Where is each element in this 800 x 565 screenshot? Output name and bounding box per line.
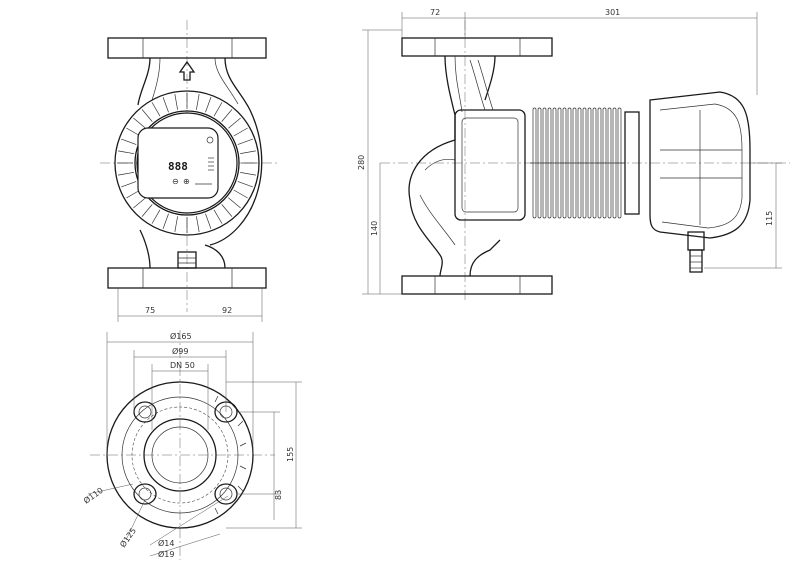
fin [121, 138, 137, 145]
side-bottom-flange [401, 275, 553, 295]
fin [174, 94, 178, 110]
bolt-hole [133, 483, 157, 505]
flow-direction-arrow-icon [178, 60, 196, 81]
dim-140: 140 [370, 221, 379, 236]
dim-72: 72 [430, 8, 440, 17]
motor-housing [454, 109, 526, 221]
dim-280: 280 [357, 155, 366, 170]
fin [240, 150, 256, 154]
minus-button: ⊖ [172, 177, 179, 186]
fin [221, 204, 233, 217]
fin [133, 117, 146, 129]
fin [118, 150, 134, 154]
raised-face [121, 396, 239, 514]
cooling-fins [117, 93, 257, 233]
connector-plug [689, 249, 703, 273]
fin [174, 216, 178, 232]
dim-dia-14: Ø14 [158, 538, 174, 548]
fin [228, 117, 241, 129]
fin [151, 102, 161, 117]
display-digits: 888 [168, 160, 188, 173]
fin-ring-outer [114, 90, 260, 236]
fin [205, 213, 212, 229]
cable-connector [687, 231, 705, 251]
side-top-flange [401, 37, 553, 57]
dim-301: 301 [605, 8, 620, 17]
dim-75: 75 [145, 306, 155, 315]
dim-155: 155 [286, 447, 295, 462]
dim-dia-165: Ø165 [170, 331, 192, 341]
fin [205, 97, 212, 113]
fin [121, 181, 137, 188]
dim-dia-99: Ø99 [172, 346, 188, 356]
fin [162, 213, 169, 229]
bore-inner [151, 426, 209, 484]
fin [240, 172, 256, 176]
bolt-hole [214, 483, 238, 505]
fin [237, 138, 253, 145]
fin [213, 102, 223, 117]
control-panel [137, 127, 219, 199]
fin [141, 109, 153, 122]
fin [118, 172, 134, 176]
fin [196, 216, 200, 232]
front-view: 888 ⊖ ⊕ 75 92 [100, 20, 280, 322]
dim-dia-19: Ø19 [158, 549, 174, 559]
fin [221, 109, 233, 122]
dim-115: 115 [765, 211, 774, 226]
indicator-led-icon [206, 136, 214, 144]
fin [196, 94, 200, 110]
side-view: 72 301 280 140 115 [357, 8, 790, 300]
bolt-hole [133, 401, 157, 423]
rear-plate [624, 111, 640, 215]
fin [141, 204, 153, 217]
top-flange [107, 37, 267, 59]
bore-outer [143, 418, 217, 492]
dim-dia-110: Ø110 [81, 485, 104, 506]
side-cooling-fins [530, 107, 625, 219]
dim-dn-50: DN 50 [170, 361, 195, 370]
terminal-box [649, 91, 751, 239]
dim-83: 83 [274, 490, 283, 500]
fin [133, 197, 146, 209]
dim-dia-125: Ø125 [117, 526, 138, 549]
fin [233, 127, 248, 137]
plus-button: ⊕ [183, 177, 190, 186]
fin [228, 197, 241, 209]
fin [151, 209, 161, 224]
fin [162, 97, 169, 113]
dim-92: 92 [222, 306, 232, 315]
fin [213, 209, 223, 224]
fin-ring-inner [134, 110, 240, 216]
flange-view: Ø165 Ø99 DN 50 155 83 Ø110 Ø125 Ø14 Ø19 [81, 330, 302, 560]
fin [233, 189, 248, 199]
drain-plug [177, 251, 197, 269]
mode-indicator-icon [208, 157, 214, 171]
fin [237, 181, 253, 188]
